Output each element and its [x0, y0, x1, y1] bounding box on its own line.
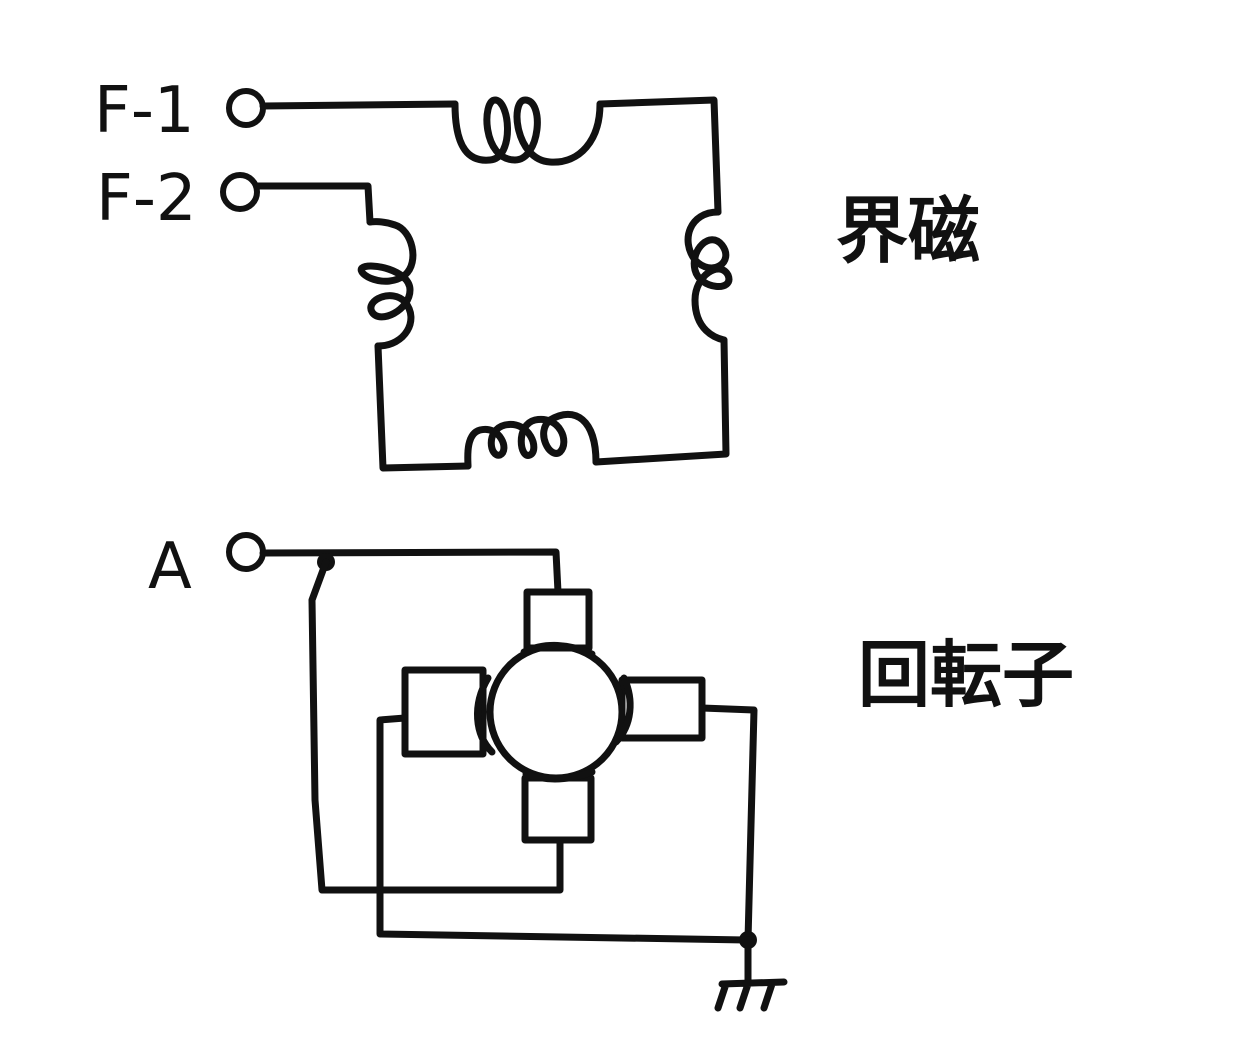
- wire-left-to-f2: [253, 182, 374, 226]
- terminal-label-f2: F-2: [96, 162, 197, 236]
- terminal-f1: [226, 88, 266, 128]
- brush-bottom: [521, 774, 595, 844]
- brush-top: [523, 588, 593, 652]
- field-coil-right: [684, 208, 733, 344]
- wire-top-right: [596, 96, 722, 216]
- brush-left: [401, 666, 487, 758]
- wire-left-brush-ground: [376, 714, 750, 944]
- field-coil-bottom: [464, 411, 600, 470]
- wire-bottom-left: [374, 342, 472, 472]
- wire-right-brush-ground: [698, 704, 758, 944]
- wire-right-bottom: [592, 336, 730, 466]
- wire-f1-to-top-coil: [259, 100, 459, 110]
- brush-right: [618, 676, 706, 742]
- terminal-f2: [220, 172, 260, 212]
- commutator-arc-top: [520, 641, 596, 658]
- commutator: [486, 642, 626, 782]
- wire-a-top: [259, 548, 562, 596]
- armature-circuit: A 回転子: [148, 530, 1074, 1012]
- field-coil-top: [451, 96, 604, 166]
- terminal-a: [226, 532, 266, 572]
- field-title: 界磁: [836, 189, 980, 273]
- commutator-arc-bottom: [522, 768, 596, 783]
- armature-title: 回転子: [858, 633, 1074, 717]
- ground-symbol: [714, 978, 788, 1012]
- field-winding-circuit: F-1 F-2 界磁: [94, 74, 980, 472]
- terminal-label-a: A: [148, 530, 192, 604]
- wire-a-outer-loop: [308, 558, 564, 894]
- commutator-arc-right: [612, 674, 634, 746]
- terminal-label-f1: F-1: [94, 74, 195, 148]
- field-coil-left: [357, 218, 417, 350]
- commutator-arc-left: [474, 674, 496, 756]
